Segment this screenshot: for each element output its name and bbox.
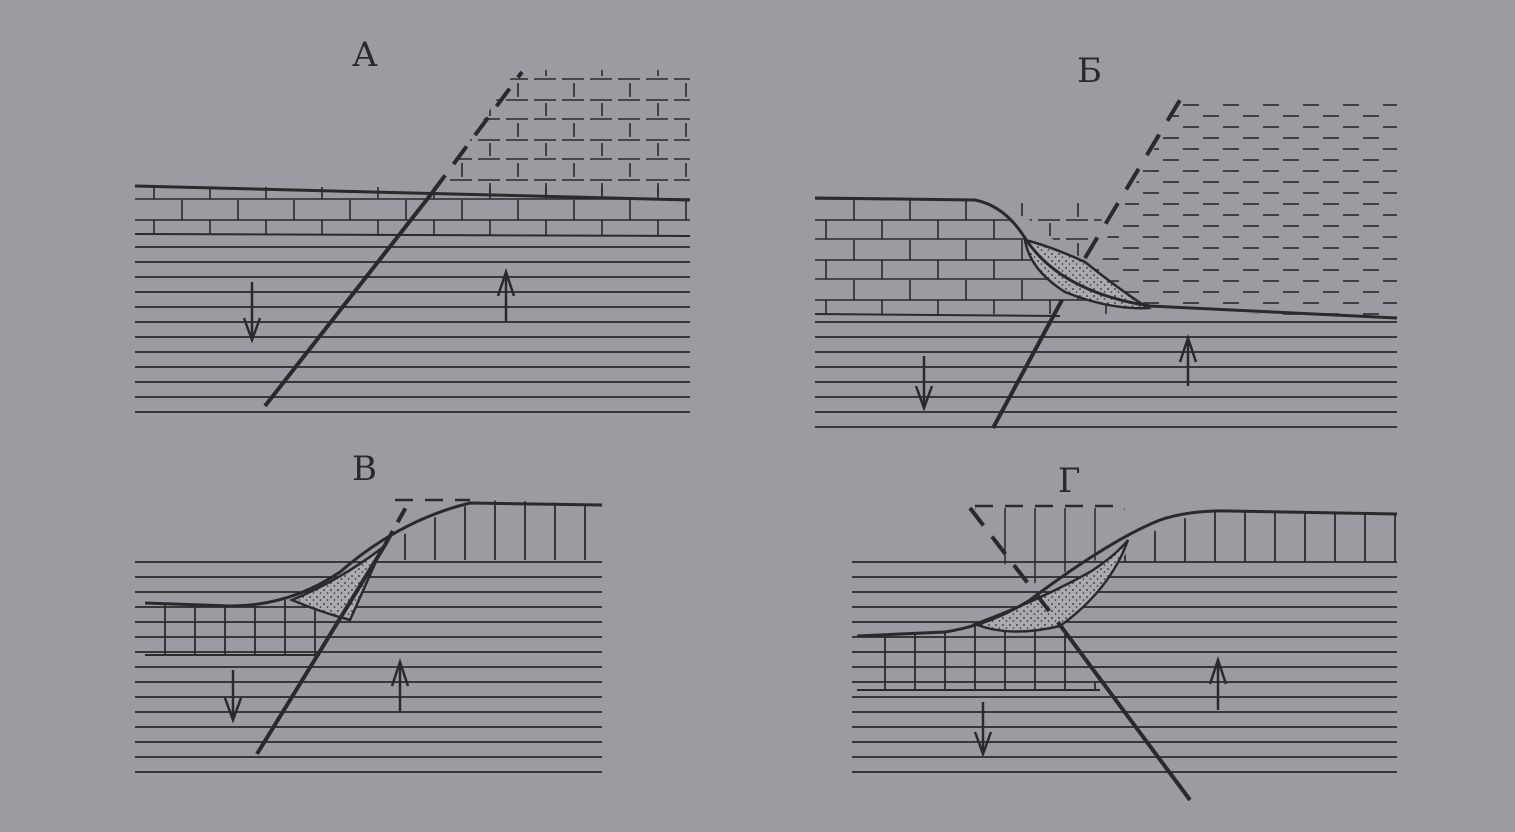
fault-line-v [255,543,387,756]
eroded-cap-g [975,508,1125,585]
fault-line-b [991,299,1064,429]
arrow-up-icon [496,268,516,322]
surface-line-g [856,509,1398,638]
sediment-wedge-b [1023,238,1152,310]
fault-trace-dashed-g [968,506,1062,627]
surface-line-b [814,196,1398,320]
panel-label-g: Г [1058,461,1081,501]
upthrown-cap-g [1120,512,1397,562]
downthrown-cap-g [857,620,1100,690]
sediment-wedge-g [971,539,1130,633]
panel-b: Б [814,51,1398,434]
fault-trace-dashed-a [430,70,524,195]
arrow-down-icon [223,670,243,724]
panel-label-b: Б [1077,51,1102,91]
bedrock-layers-a [135,235,690,425]
arrow-down-icon [914,356,934,412]
panel-label-v: В [352,449,377,489]
panel-g: Г [852,461,1398,802]
fault-line-a [263,191,434,408]
arrow-up-icon [1208,656,1228,710]
arrow-up-icon [1178,334,1198,386]
bedrock-layers-b [815,312,1397,434]
panel-label-a: А [352,35,378,75]
arrow-down-icon [242,282,262,344]
fault-trace-dashed-b [1083,98,1182,260]
eroded-block-a [434,70,690,195]
eroded-shale-block-b [1090,100,1397,320]
fault-trace-dashed-v [383,499,412,546]
fault-line-g [1058,623,1192,802]
upthrown-cap-v [370,500,602,560]
arrow-down-icon [973,702,993,758]
panel-v: В [135,449,603,775]
surface-line-a [134,184,691,202]
panel-a: А [134,35,691,425]
bedrock-layers-v [135,560,602,775]
arrow-up-icon [390,658,410,712]
downthrown-cap-v [145,596,330,655]
surface-line-v [144,501,603,608]
